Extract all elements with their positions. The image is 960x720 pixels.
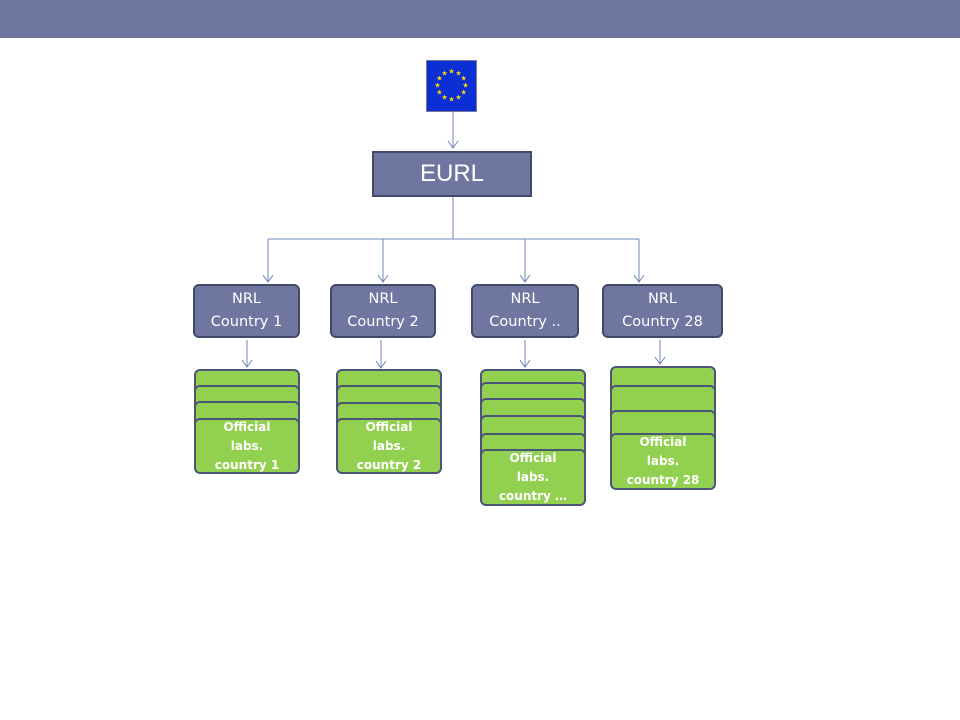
nrl-node-country-1: NRL Country 1 <box>193 284 300 338</box>
eu-stars-icon: ★ ★ ★ ★ ★ ★ ★ ★ ★ ★ ★ ★ <box>434 68 468 104</box>
lab-line2: labs. <box>372 438 406 453</box>
lab-line3: country … <box>498 489 568 503</box>
header-bar <box>0 0 960 38</box>
svg-text:★: ★ <box>441 94 447 102</box>
lab-line3: country 2 <box>356 457 422 472</box>
nrl-node-country-2: NRL Country 2 <box>330 284 436 338</box>
nrl-line1: NRL <box>648 291 677 307</box>
eurl-node: EURL <box>372 151 532 197</box>
nrl-line1: NRL <box>232 291 261 307</box>
official-labs-country-1: Official labs. country 1 <box>194 418 300 474</box>
svg-text:★: ★ <box>436 89 442 97</box>
lab-line3: country 28 <box>626 473 700 487</box>
svg-text:★: ★ <box>455 94 461 102</box>
eu-flag-icon: ★ ★ ★ ★ ★ ★ ★ ★ ★ ★ ★ ★ <box>426 60 477 112</box>
official-labs-country-28: Official labs. country 28 <box>610 433 716 490</box>
lab-line1: Official <box>223 419 271 434</box>
svg-text:★: ★ <box>455 69 461 77</box>
nrl-line2: Country 1 <box>210 314 283 330</box>
svg-text:★: ★ <box>441 69 447 77</box>
svg-text:★: ★ <box>462 82 468 90</box>
official-labs-country-other: Official labs. country … <box>480 449 586 506</box>
svg-text:★: ★ <box>460 89 466 97</box>
nrl-node-country-other: NRL Country .. <box>471 284 579 338</box>
nrl-line2: Country 28 <box>622 314 703 330</box>
svg-text:★: ★ <box>448 68 454 76</box>
lab-line2: labs. <box>230 438 264 453</box>
official-labs-country-2: Official labs. country 2 <box>336 418 442 474</box>
svg-text:★: ★ <box>434 82 440 90</box>
svg-text:★: ★ <box>448 96 454 104</box>
lab-line2: labs. <box>516 470 550 484</box>
eurl-label: EURL <box>419 160 485 187</box>
svg-text:★: ★ <box>460 75 466 83</box>
nrl-node-country-28: NRL Country 28 <box>602 284 723 338</box>
lab-line1: Official <box>509 451 557 465</box>
svg-text:★: ★ <box>436 75 442 83</box>
lab-line2: labs. <box>646 454 680 468</box>
lab-line1: Official <box>365 419 413 434</box>
lab-line1: Official <box>639 435 687 449</box>
lab-line3: country 1 <box>214 457 280 472</box>
nrl-line1: NRL <box>510 291 540 307</box>
nrl-line2: Country .. <box>489 314 561 330</box>
nrl-line2: Country 2 <box>347 314 419 330</box>
nrl-line1: NRL <box>368 291 398 307</box>
